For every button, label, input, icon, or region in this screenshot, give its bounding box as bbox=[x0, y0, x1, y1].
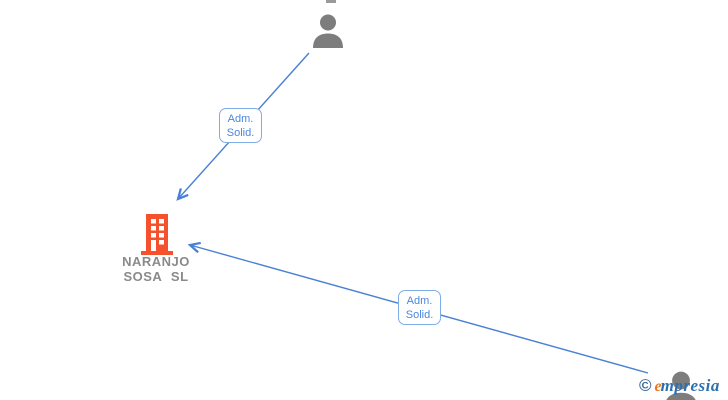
copyright-icon: © bbox=[639, 376, 652, 395]
edge-label-line2: Solid. bbox=[226, 126, 255, 139]
empresia-watermark: © e mpresia bbox=[639, 376, 720, 396]
edge-label-adm-solid-bottom: Adm. Solid. bbox=[398, 290, 441, 325]
company-name-label: NARANJO SOSA SL bbox=[96, 254, 216, 284]
edge-label-line1: Adm. bbox=[406, 294, 433, 307]
person-node-bottom-right[interactable] bbox=[661, 371, 701, 400]
edge-label-line2: Solid. bbox=[405, 308, 434, 321]
company-name-line2: SOSA SL bbox=[123, 269, 189, 284]
edge-label-line1: Adm. bbox=[227, 112, 254, 125]
cutoff-node-fragment bbox=[326, 0, 336, 3]
watermark-logo-text: mpresia bbox=[660, 376, 720, 395]
edge-label-adm-solid-top: Adm. Solid. bbox=[219, 108, 262, 143]
company-name-line1: NARANJO bbox=[122, 254, 190, 269]
person-node-top[interactable] bbox=[310, 14, 346, 48]
watermark-logo-accent: e bbox=[654, 378, 662, 395]
company-building-icon[interactable] bbox=[140, 213, 174, 255]
